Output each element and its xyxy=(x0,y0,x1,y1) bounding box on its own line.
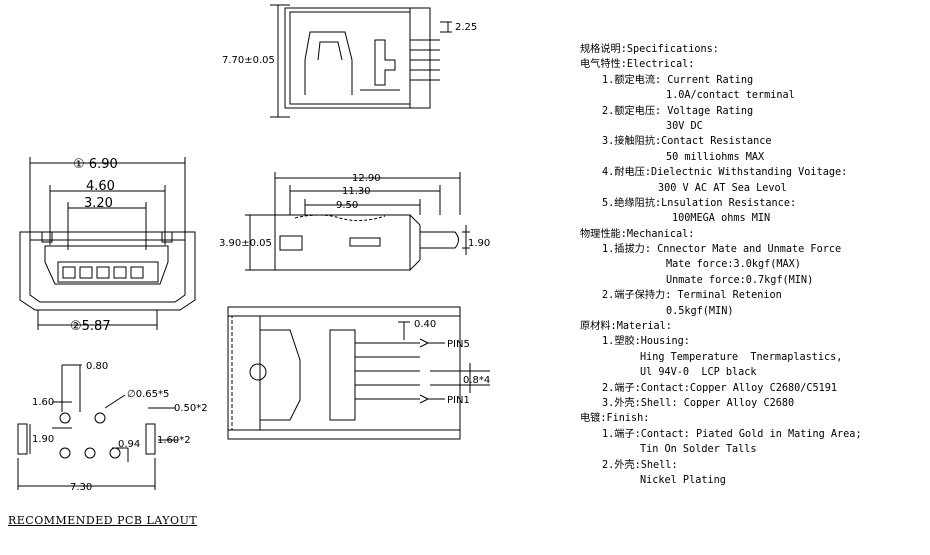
spec-line: 300 V AC AT Sea Levol xyxy=(658,182,787,194)
dim-side-l2: 11.30 xyxy=(342,186,371,197)
spec-line: 3.外壳:Shell: Copper Alloy C2680 xyxy=(602,397,795,409)
spec-line: 2.外壳:Shell: xyxy=(602,459,678,471)
dim-side-pin-height: 1.90 xyxy=(468,238,490,249)
side-view-drawing xyxy=(245,172,470,271)
dim-pcb-160-2: 1.60*2 xyxy=(157,435,191,446)
dim-front-w4: ②5.87 xyxy=(70,319,111,334)
dim-pcb-190: 1.90 xyxy=(32,434,54,445)
spec-line: Nickel Plating xyxy=(640,474,726,486)
spec-line: 30V DC xyxy=(666,120,703,132)
spec-line: 2.额定电压: Voltage Rating xyxy=(602,105,754,117)
dim-side-l3: 9.50 xyxy=(336,200,358,211)
dim-side-height: 3.90±0.05 xyxy=(219,238,272,249)
spec-line: 1.塑胶:Housing: xyxy=(602,336,690,348)
specifications-panel: 规格说明:Specifications: 电气特性:Electrical: 1.额定… xyxy=(580,42,925,488)
dim-pcb-730: 7.30 xyxy=(70,482,92,493)
spec-line: 电气特性:Electrical: xyxy=(580,59,695,71)
spec-line: 电镀:Finish: xyxy=(580,413,650,425)
spec-line: 1.插拔力: Cnnector Mate and Unmate Force xyxy=(602,244,842,256)
spec-line: 2.端子保持力: Terminal Retenion xyxy=(602,290,782,302)
dim-top-pin: 2.25 xyxy=(455,22,477,33)
spec-line: 3.接触阻抗:Contact Resistance xyxy=(602,136,772,148)
dim-front-w3: 3.20 xyxy=(84,196,113,211)
label-pin5: PIN5 xyxy=(447,339,470,350)
spec-line: 1.额定电流: Current Rating xyxy=(602,74,754,86)
bottom-view-drawing xyxy=(227,306,490,440)
dim-pcb-094: 0.94 xyxy=(118,439,140,450)
top-view-drawing xyxy=(270,4,452,118)
spec-line: Ul 94V-0 LCP black xyxy=(640,367,757,379)
spec-line: 5.绝缘阻抗:Lnsulation Resistance: xyxy=(602,197,797,209)
dim-side-l1: 12.90 xyxy=(352,173,381,184)
spec-line: 2.端子:Contact:Copper Alloy C2680/C5191 xyxy=(602,382,838,394)
spec-line: 4.耐电压:Dielectnic Withstanding Voitage: xyxy=(602,167,848,179)
spec-line: 原材料:Material: xyxy=(580,321,672,333)
dim-bottom-pitch: 0.8*4 xyxy=(463,375,490,386)
spec-line: 1.0A/contact terminal xyxy=(666,90,795,102)
front-view-drawing xyxy=(19,157,196,330)
spec-line: 物理性能:Mechanical: xyxy=(580,228,695,240)
pcb-layout-title: RECOMMENDED PCB LAYOUT xyxy=(8,514,198,527)
spec-line: 100MEGA ohms MIN xyxy=(672,213,771,225)
dim-pcb-065: ∅0.65*5 xyxy=(127,389,169,400)
spec-line: Mate force:3.0kgf(MAX) xyxy=(666,259,801,271)
spec-line: 1.端子:Contact: Piated Gold in Mating Area… xyxy=(602,428,862,440)
dim-pcb-080: 0.80 xyxy=(86,361,108,372)
dim-pcb-160: 1.60 xyxy=(32,397,54,408)
label-pin1: PIN1 xyxy=(447,395,470,406)
spec-line: Hing Temperature Tnermaplastics, xyxy=(640,351,843,363)
dim-front-w1: ① 6.90 xyxy=(73,157,118,172)
dim-top-height: 7.70±0.05 xyxy=(222,55,275,66)
spec-line: Tin On Solder Talls xyxy=(640,444,757,456)
dim-front-w2: 4.60 xyxy=(86,179,115,194)
dim-pcb-050: 0.50*2 xyxy=(174,403,208,414)
spec-line: 规格说明:Specifications: xyxy=(580,44,719,55)
spec-line: 50 milliohms MAX xyxy=(666,151,765,163)
spec-line: Unmate force:0.7kgf(MIN) xyxy=(666,274,814,286)
pcb-layout-drawing xyxy=(17,364,178,490)
dim-bottom-pin-width: 0.40 xyxy=(414,319,436,330)
spec-line: 0.5kgf(MIN) xyxy=(666,305,734,317)
